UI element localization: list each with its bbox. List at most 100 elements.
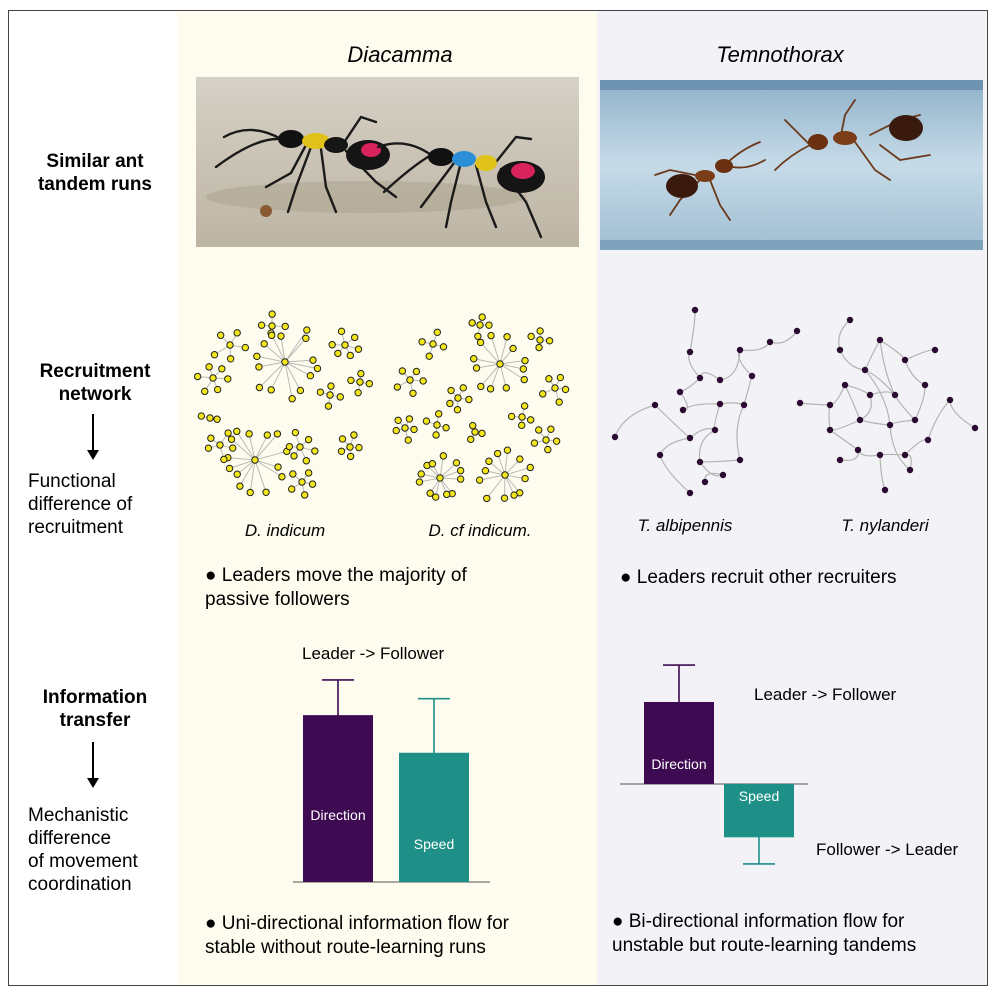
bar-label-direction: Direction: [310, 807, 365, 823]
flow-label-tem-follower-leader: Follower -> Leader: [816, 840, 959, 859]
network-node: [302, 334, 310, 343]
error-bar: [418, 697, 450, 808]
network-node: [392, 426, 400, 435]
network-node: [536, 327, 544, 335]
network-node: [197, 412, 206, 420]
network-node: [346, 452, 355, 461]
network-node: [520, 375, 528, 384]
network-node: [417, 470, 425, 478]
bullet-temnothorax-info: ● Bi-directional information flow for un…: [612, 911, 917, 956]
network-node: [476, 321, 484, 329]
network-node: [846, 316, 854, 324]
bullet-temnothorax-recruitment: ● Leaders recruit other recruiters: [620, 567, 897, 588]
network-node: [881, 486, 889, 494]
network-node: [433, 421, 441, 429]
network-node: [338, 435, 347, 443]
network-node: [268, 310, 276, 318]
network-node: [547, 425, 555, 433]
network-node: [302, 457, 311, 465]
network-node: [527, 332, 535, 341]
network-node: [526, 416, 535, 424]
network-node: [561, 385, 570, 394]
network-node: [736, 346, 744, 354]
network-node: [796, 399, 804, 407]
down-arrow-icon: [87, 742, 99, 788]
row-label-information: Information transfer: [42, 687, 148, 731]
network-node: [298, 478, 306, 486]
network-node: [946, 396, 954, 404]
bar-label-speed: Speed: [414, 836, 454, 852]
network-node: [404, 436, 412, 444]
network-node: [536, 336, 544, 344]
network-node: [521, 356, 529, 365]
network-node: [826, 426, 834, 434]
network-node: [288, 395, 296, 403]
network-node: [334, 349, 342, 358]
species-d-cf-indicum: D. cf indicum.: [428, 521, 532, 540]
network-node: [485, 321, 493, 329]
network-node: [336, 393, 344, 401]
network-node: [257, 321, 266, 329]
network-node: [452, 459, 461, 467]
network-node: [459, 384, 467, 392]
network-node: [493, 449, 502, 458]
diacamma-ants-illustration: [196, 77, 579, 247]
network-node: [418, 338, 426, 346]
network-node: [365, 379, 374, 388]
network-node: [542, 436, 550, 444]
network-node: [289, 470, 297, 478]
network-node: [216, 331, 225, 339]
network-node: [530, 439, 539, 447]
network-node: [316, 388, 325, 396]
network-node: [439, 343, 448, 351]
network-node: [253, 352, 261, 361]
network-node: [267, 386, 275, 394]
network-node: [551, 384, 559, 392]
network-node: [227, 435, 236, 443]
network-node: [793, 327, 801, 335]
network-node: [350, 431, 358, 439]
network-node: [696, 458, 704, 466]
network-node: [856, 416, 864, 424]
network-node: [501, 471, 509, 479]
bullet-diacamma-recruitment: ● Leaders move the majority of passive f…: [205, 565, 467, 610]
network-node: [233, 470, 241, 478]
network-node: [509, 344, 517, 353]
network-node: [296, 386, 305, 395]
network-node: [428, 460, 437, 468]
flow-label-dia-leader-follower: Leader -> Follower: [302, 644, 445, 663]
network-node: [304, 435, 313, 444]
network-node: [519, 365, 528, 373]
network-node: [866, 391, 874, 399]
network-node: [552, 437, 561, 445]
network-node: [193, 372, 202, 381]
network-node: [526, 463, 534, 472]
network-node: [337, 447, 346, 455]
network-node: [483, 494, 491, 503]
network-node: [251, 456, 259, 464]
network-node: [469, 421, 477, 430]
network-node: [656, 451, 664, 459]
network-node: [454, 394, 462, 402]
network-node: [255, 383, 264, 392]
network-node: [328, 341, 336, 349]
network-node: [236, 482, 244, 490]
network-node: [405, 415, 414, 423]
network-node: [218, 365, 226, 373]
network-node: [748, 372, 756, 380]
flow-label-tem-leader-follower: Leader -> Follower: [754, 685, 897, 704]
network-node: [422, 417, 431, 425]
network-node: [446, 399, 454, 408]
row-label-functional: Functional difference of recruitment: [28, 471, 133, 538]
diacamma-tandem-photo: [196, 77, 579, 247]
species-t-albipennis: T. albipennis: [637, 516, 733, 535]
network-node: [419, 377, 427, 385]
network-node: [443, 490, 451, 499]
network-node: [263, 431, 272, 439]
network-node: [478, 313, 486, 321]
network-node: [393, 383, 402, 391]
down-arrow-icon: [87, 414, 99, 460]
network-node: [535, 343, 543, 352]
network-node: [213, 415, 221, 423]
